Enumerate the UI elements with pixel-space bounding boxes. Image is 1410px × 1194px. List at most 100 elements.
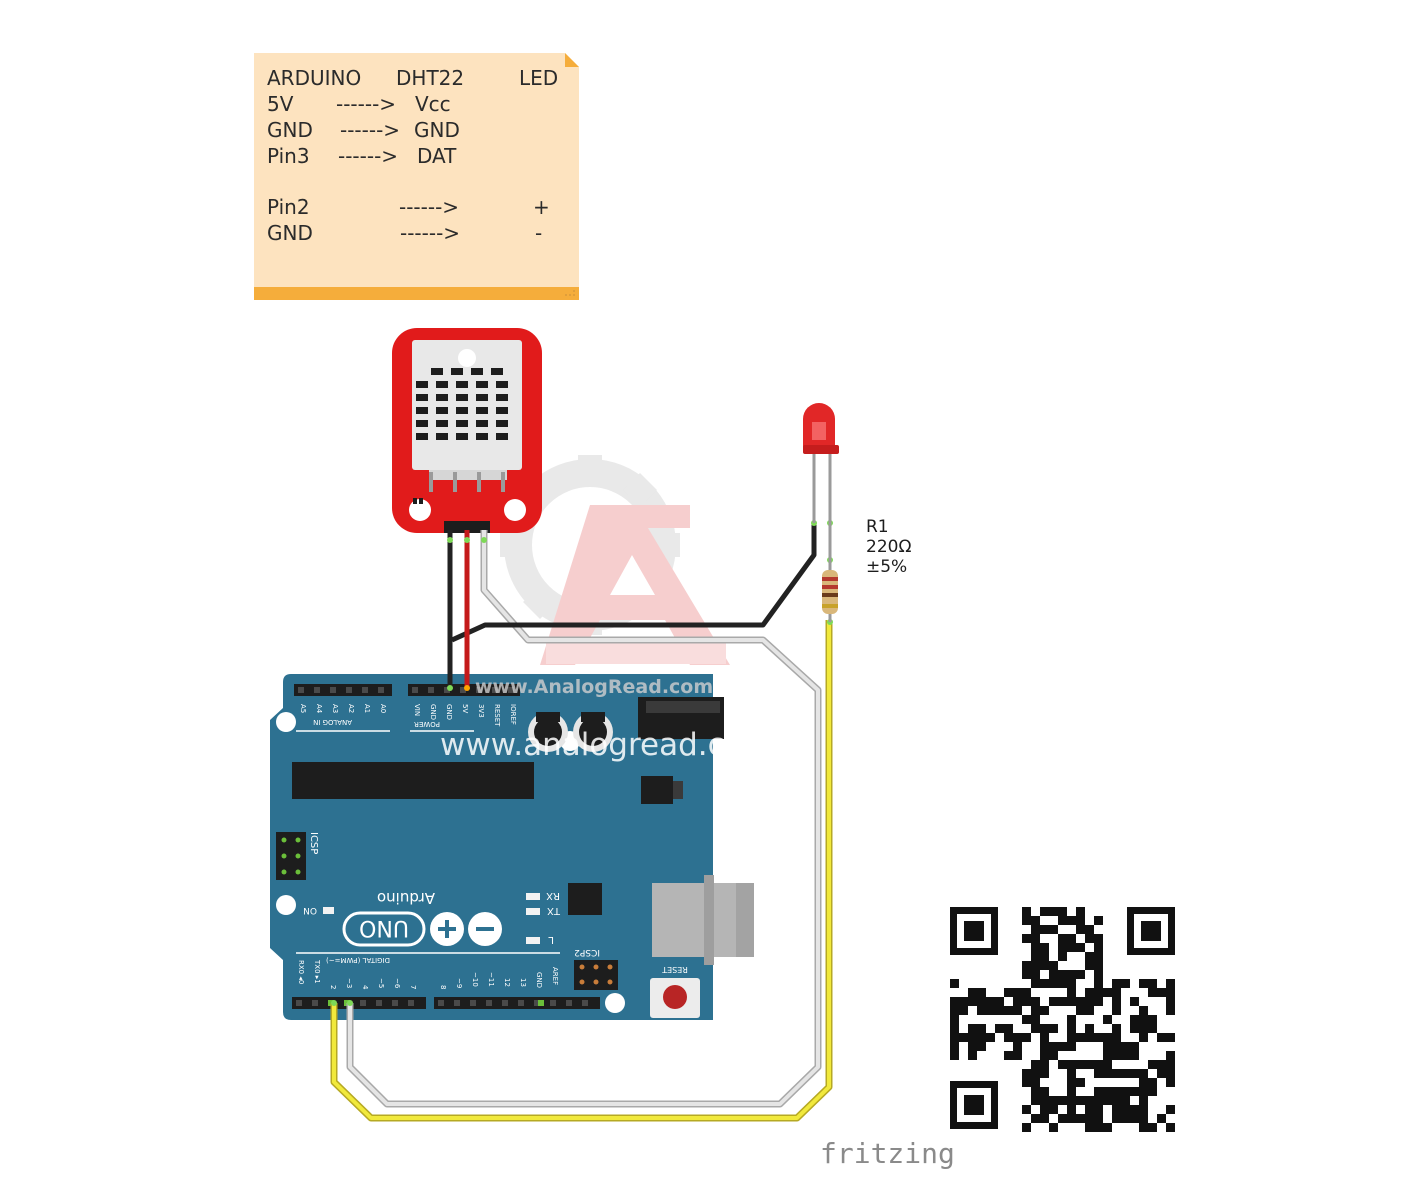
- power-pin-label: VIN: [413, 704, 421, 716]
- qr-module: [1112, 1096, 1121, 1105]
- qr-module: [1076, 916, 1085, 925]
- wire-led-minus-gnd[interactable]: [450, 523, 817, 643]
- qr-module: [1076, 907, 1085, 916]
- qr-module: [1049, 1123, 1058, 1132]
- qr-module: [1040, 952, 1049, 961]
- dht22-sensor-module[interactable]: [392, 328, 542, 533]
- qr-module: [1166, 1006, 1175, 1015]
- tx-led: [526, 908, 540, 915]
- qr-module: [995, 1006, 1004, 1015]
- arduino-logo: Arduino UNO: [342, 889, 502, 947]
- qr-module: [1076, 943, 1085, 952]
- qr-module: [1130, 997, 1139, 1006]
- qr-module: [1085, 1105, 1094, 1114]
- qr-module: [1040, 925, 1049, 934]
- red-led[interactable]: [803, 403, 839, 523]
- qr-module: [1094, 916, 1103, 925]
- qr-module: [1040, 1069, 1049, 1078]
- qr-module: [1139, 1096, 1148, 1105]
- wires: [330, 523, 833, 1122]
- qr-module: [1049, 1105, 1058, 1114]
- qr-module: [950, 1042, 959, 1051]
- qr-module: [1067, 997, 1076, 1006]
- qr-module: [1121, 1087, 1130, 1096]
- qr-module: [1112, 1069, 1121, 1078]
- qr-module: [1076, 1078, 1085, 1087]
- qr-module: [1121, 1114, 1130, 1123]
- qr-module: [1022, 988, 1031, 997]
- analog-header[interactable]: [294, 684, 392, 696]
- qr-module: [1040, 1105, 1049, 1114]
- qr-module: [959, 997, 968, 1006]
- note-row-to: +: [533, 195, 550, 219]
- qr-module: [1067, 1096, 1076, 1105]
- qr-module: [1076, 1114, 1085, 1123]
- qr-module: [995, 1024, 1004, 1033]
- arduino-uno-board[interactable]: A5 A4 A3 A2 A1 A0 ANALOG IN VIN GND GND …: [270, 674, 754, 1020]
- qr-module: [1040, 1051, 1049, 1060]
- qr-module: [1022, 907, 1031, 916]
- qr-module: [1139, 1015, 1148, 1024]
- qr-module: [968, 1033, 977, 1042]
- icsp2-label: ICSP2: [574, 947, 600, 957]
- qr-module: [1022, 1033, 1031, 1042]
- qr-module: [1031, 943, 1040, 952]
- qr-module: [1067, 1087, 1076, 1096]
- power-pin-label: RESET: [493, 704, 501, 727]
- qr-module: [1103, 1015, 1112, 1024]
- icsp-header[interactable]: [276, 832, 306, 880]
- qr-module: [1040, 1087, 1049, 1096]
- qr-module: [1040, 1096, 1049, 1105]
- qr-module: [1121, 1051, 1130, 1060]
- resistor-r1[interactable]: [822, 523, 838, 622]
- qr-module: [1121, 1096, 1130, 1105]
- qr-module: [1166, 979, 1175, 988]
- qr-module: [1004, 1051, 1013, 1060]
- qr-module: [1040, 1006, 1049, 1015]
- qr-module: [1103, 1060, 1112, 1069]
- qr-module: [1166, 1069, 1175, 1078]
- qr-module: [1076, 1060, 1085, 1069]
- qr-module: [950, 1051, 959, 1060]
- qr-module: [1139, 1078, 1148, 1087]
- digital-pin-label: 4: [361, 985, 369, 990]
- qr-module: [1058, 916, 1067, 925]
- note-row-arrow: ------>: [399, 195, 460, 219]
- qr-module: [1022, 1078, 1031, 1087]
- qr-module: [1130, 1042, 1139, 1051]
- qr-module: [1049, 979, 1058, 988]
- qr-module: [950, 979, 959, 988]
- usb-chip: [568, 883, 602, 915]
- icsp-label: ICSP: [308, 832, 319, 854]
- qr-module: [1067, 1069, 1076, 1078]
- qr-module: [1148, 988, 1157, 997]
- qr-module: [1013, 1006, 1022, 1015]
- reset-button-cap[interactable]: [663, 985, 687, 1009]
- capacitor: [528, 712, 568, 752]
- qr-module: [1085, 1006, 1094, 1015]
- qr-module: [1094, 988, 1103, 997]
- qr-module: [968, 988, 977, 997]
- qr-module: [1067, 1033, 1076, 1042]
- qr-module: [1058, 1060, 1067, 1069]
- qr-module: [1166, 988, 1175, 997]
- qr-module: [977, 988, 986, 997]
- analog-pin-label: A3: [331, 704, 339, 713]
- qr-module: [1130, 1024, 1139, 1033]
- qr-module: [1139, 1114, 1148, 1123]
- qr-module: [1040, 907, 1049, 916]
- qr-module: [1040, 1024, 1049, 1033]
- qr-module: [1094, 1087, 1103, 1096]
- qr-module: [1058, 1096, 1067, 1105]
- watermark-text-bottom: www.analogread.com: [440, 727, 774, 763]
- note-row-to: -: [535, 221, 543, 245]
- qr-module: [977, 1006, 986, 1015]
- digital-pin-label: ~10: [471, 972, 479, 987]
- qr-module: [1076, 1006, 1085, 1015]
- qr-module: [1094, 934, 1103, 943]
- dht22-pin-header[interactable]: [444, 521, 490, 533]
- qr-module: [1013, 1033, 1022, 1042]
- power-pin-label: GND: [429, 704, 437, 720]
- on-led: [323, 907, 334, 914]
- qr-module: [986, 997, 995, 1006]
